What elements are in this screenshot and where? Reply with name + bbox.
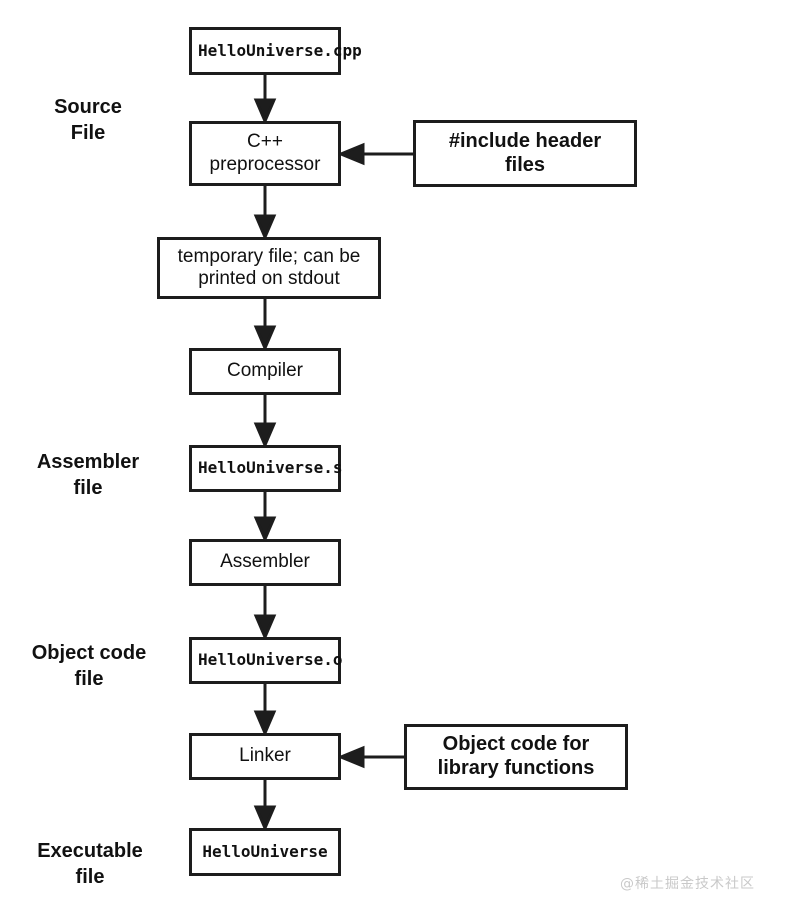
- node-assembly-file-label: HelloUniverse.s: [198, 458, 343, 478]
- node-preprocessor-label: C++ preprocessor: [209, 131, 321, 175]
- node-compiler[interactable]: Compiler: [189, 348, 341, 395]
- label-object-code-file: Object code file: [31, 642, 147, 691]
- arrowhead-objfile-to-linker: [253, 710, 277, 737]
- label-assembler-file: Assembler file: [36, 451, 140, 500]
- arrowhead-includes-to-preprocessor: [337, 142, 365, 166]
- node-source-file[interactable]: HelloUniverse.cpp: [189, 27, 362, 75]
- node-include-header-files[interactable]: #include header files: [413, 120, 637, 187]
- node-library-object-code[interactable]: Object code for library functions: [404, 724, 628, 790]
- node-preprocessor[interactable]: C++ preprocessor: [189, 121, 341, 186]
- arrowhead-libcode-to-linker: [337, 745, 365, 769]
- arrowhead-tempfile-to-compiler: [253, 325, 277, 352]
- arrowhead-linker-to-executable: [253, 805, 277, 832]
- label-source-file: Source File: [54, 96, 122, 145]
- arrowhead-asmfile-to-assembler: [253, 516, 277, 543]
- arrowhead-assembler-to-objfile: [253, 614, 277, 641]
- node-library-object-code-label: Object code for library functions: [437, 733, 595, 779]
- watermark-text: @稀土掘金技术社区: [620, 876, 755, 892]
- node-compiler-label: Compiler: [226, 360, 304, 382]
- label-executable-file: Executable file: [37, 840, 143, 889]
- node-assembly-file[interactable]: HelloUniverse.s: [189, 445, 343, 492]
- node-executable[interactable]: HelloUniverse: [189, 828, 341, 876]
- node-assembler-label: Assembler: [220, 551, 310, 573]
- arrowhead-preprocessor-to-tempfile: [253, 214, 277, 241]
- arrowhead-source-to-preprocessor: [253, 98, 277, 125]
- node-include-header-files-label: #include header files: [448, 129, 602, 176]
- node-object-file[interactable]: HelloUniverse.o: [189, 637, 343, 684]
- node-object-file-label: HelloUniverse.o: [198, 650, 343, 670]
- arrowhead-compiler-to-asmfile: [253, 422, 277, 449]
- node-assembler[interactable]: Assembler: [189, 539, 341, 586]
- node-temporary-file[interactable]: temporary file; can be printed on stdout: [157, 237, 381, 299]
- node-source-file-label: HelloUniverse.cpp: [198, 40, 362, 60]
- node-linker-label: Linker: [239, 745, 291, 767]
- node-executable-label: HelloUniverse: [202, 841, 328, 861]
- node-linker[interactable]: Linker: [189, 733, 341, 780]
- node-temporary-file-label: temporary file; can be printed on stdout: [177, 245, 361, 289]
